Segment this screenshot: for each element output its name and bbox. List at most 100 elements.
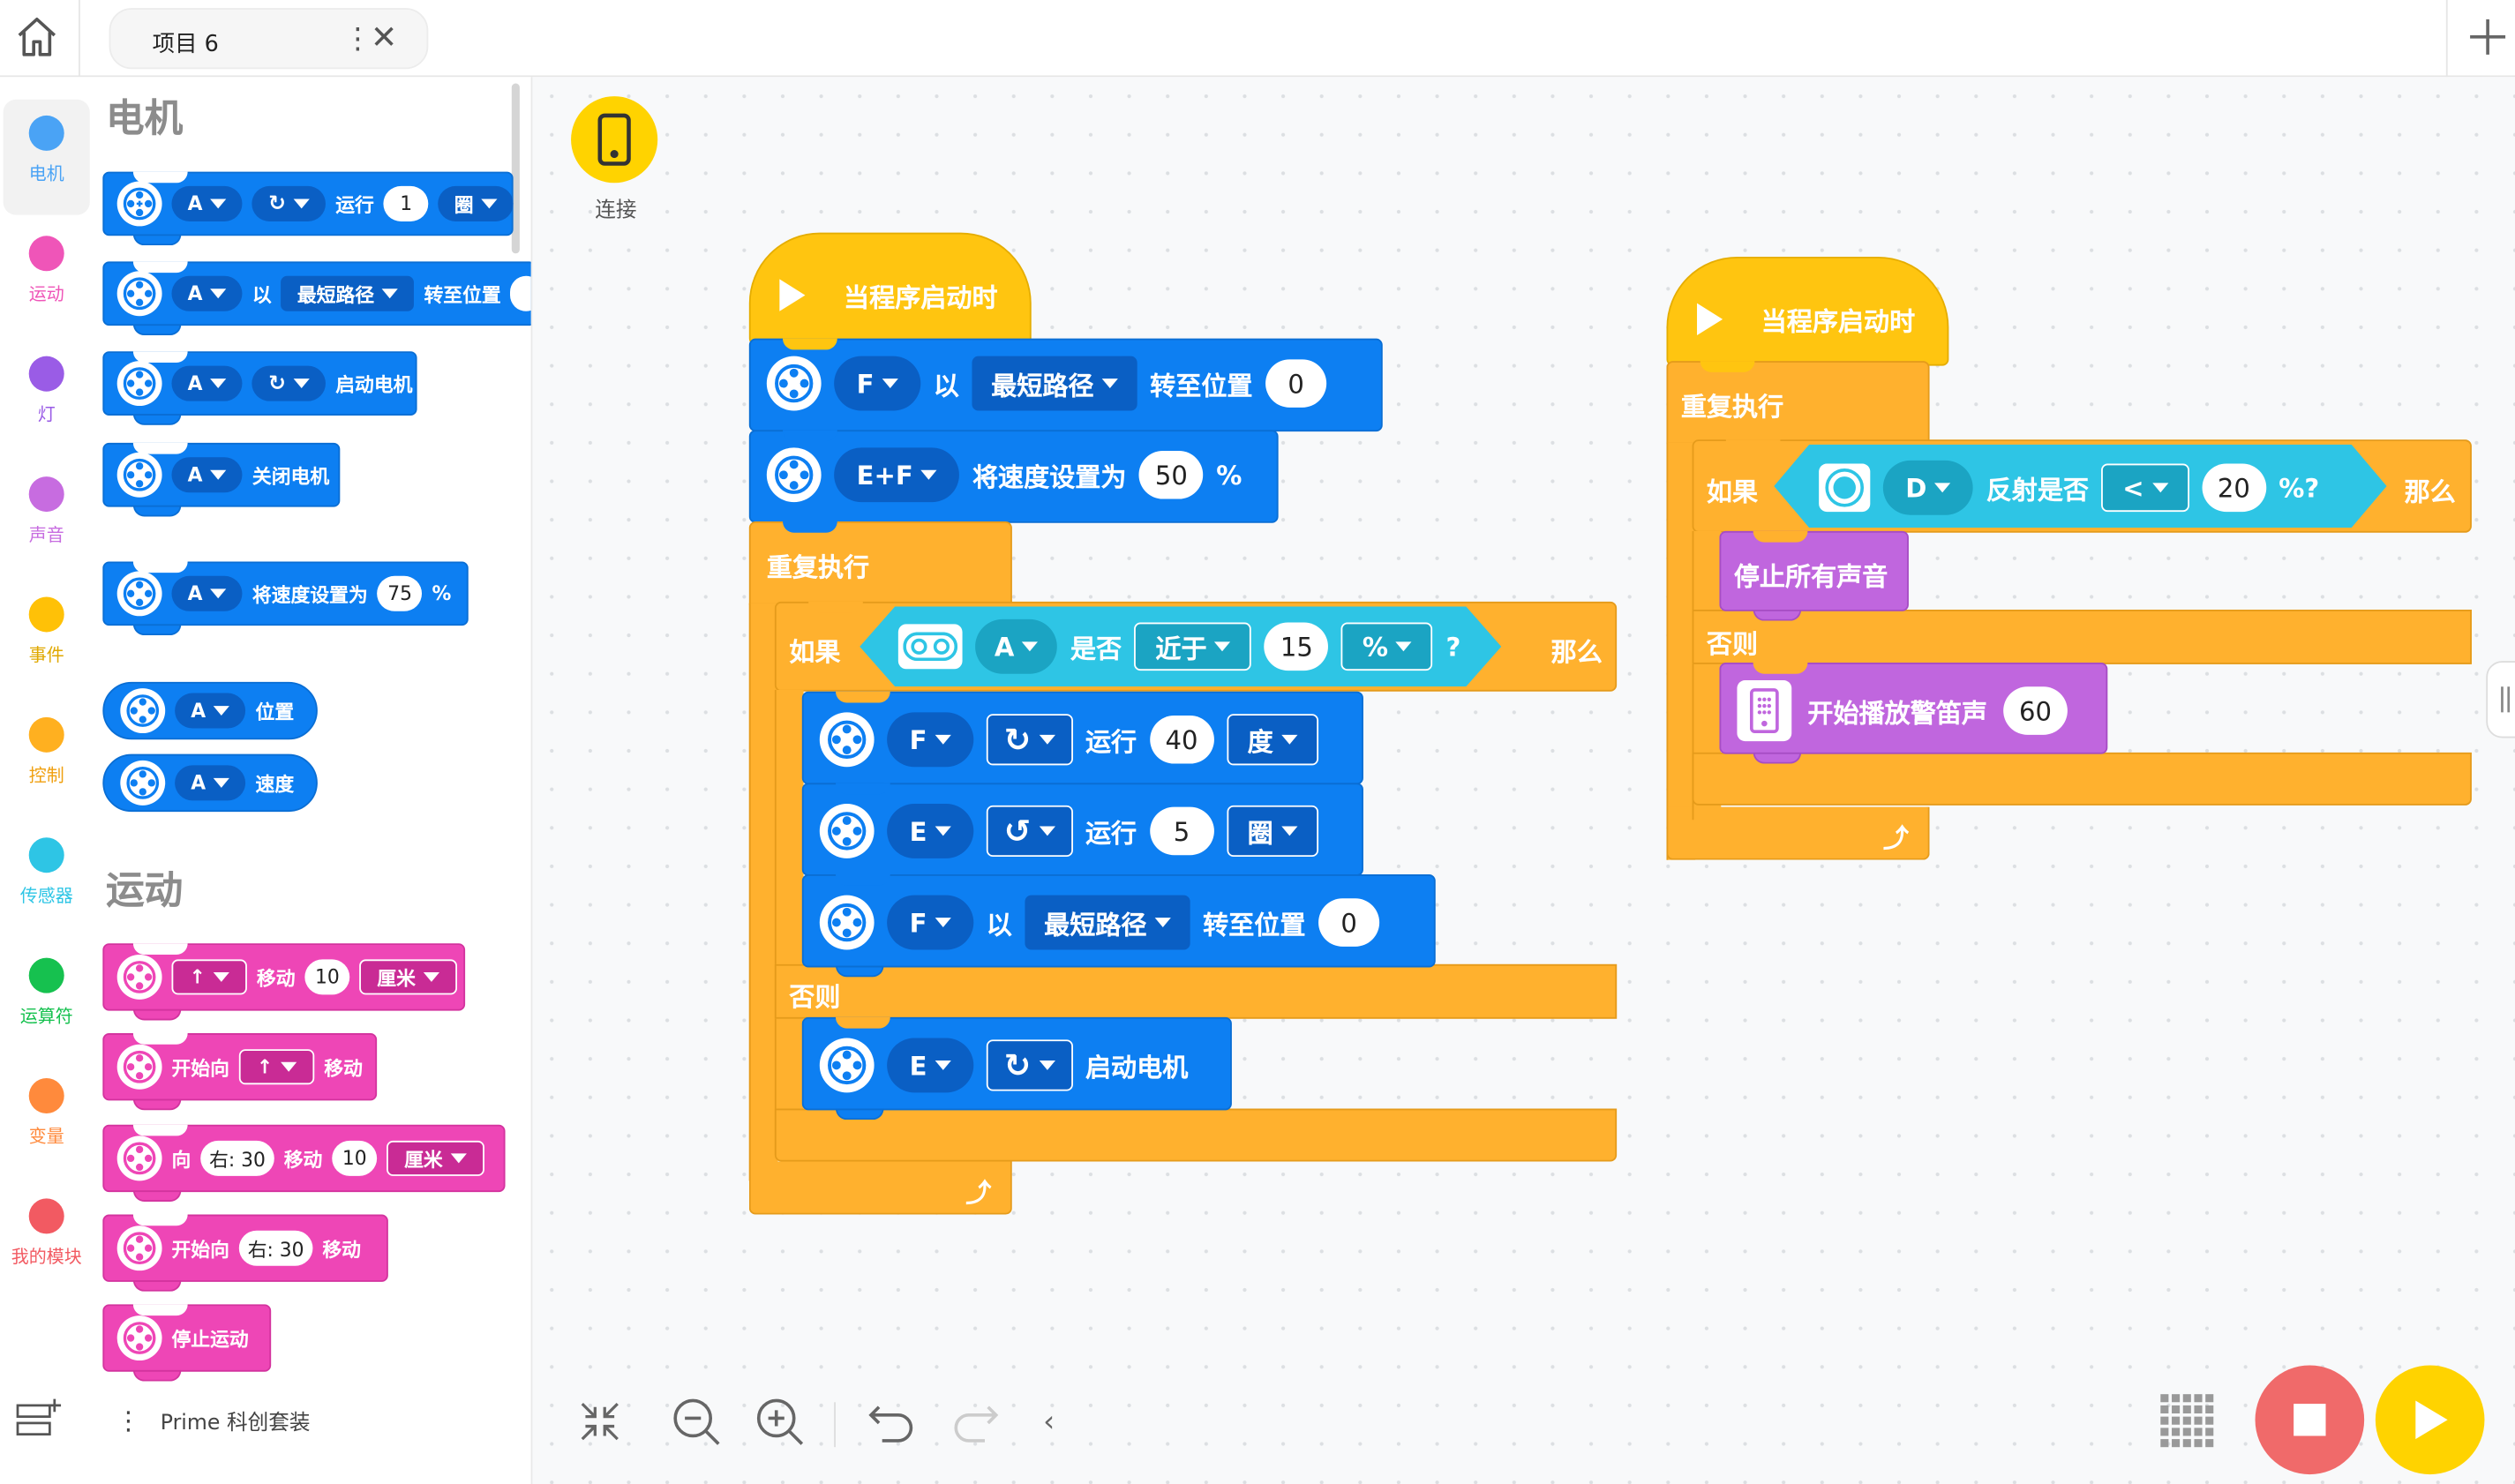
stop-button[interactable] — [2255, 1365, 2365, 1475]
port-dropdown[interactable]: A — [171, 185, 243, 221]
port-dropdown[interactable]: A — [171, 365, 243, 401]
forever-loop-header[interactable]: 重复执行 — [748, 521, 1012, 605]
palette-block-start-moving[interactable]: 开始向 ↑ 移动 — [102, 1033, 378, 1111]
steering-input[interactable]: 右: 30 — [200, 1140, 274, 1176]
project-tab[interactable]: 项目 6 ⋮ ✕ — [109, 8, 429, 70]
comparison-dropdown[interactable]: 近于 — [1134, 622, 1252, 671]
home-icon[interactable] — [13, 13, 62, 62]
unit-dropdown[interactable]: 圈 — [438, 185, 514, 221]
value-input[interactable]: 10 — [332, 1140, 378, 1176]
block-motor-goto-f[interactable]: F 以 最短路径 转至位置 0 — [748, 338, 1383, 442]
direction-dropdown[interactable]: ↻ — [252, 185, 327, 221]
port-dropdown[interactable]: A — [171, 457, 243, 493]
value-input[interactable]: 40 — [1149, 716, 1214, 764]
block-motor-start-e[interactable]: E ↻ 启动电机 — [801, 1016, 1232, 1120]
palette-block-motor-start[interactable]: A ↻ 启动电机 — [102, 351, 417, 425]
color-sensor-condition[interactable] — [1774, 444, 2387, 528]
undo-icon[interactable] — [863, 1392, 920, 1450]
port-dropdown[interactable]: F — [887, 712, 974, 768]
connect-button[interactable]: 连接 — [571, 96, 661, 224]
zoom-out-icon[interactable] — [667, 1392, 724, 1450]
value-input[interactable]: 5 — [1149, 806, 1214, 856]
category-events[interactable]: 事件 — [4, 581, 90, 696]
category-sound[interactable]: 声音 — [4, 461, 90, 576]
palette-reporter-motor-speed[interactable]: A 速度 — [102, 753, 318, 813]
palette-block-start-steering[interactable]: 开始向 右: 30 移动 — [102, 1214, 388, 1292]
category-motor[interactable]: 电机 — [3, 99, 90, 215]
port-dropdown[interactable]: E — [887, 1038, 974, 1093]
close-icon[interactable]: ✕ — [370, 18, 398, 56]
port-dropdown[interactable]: E — [887, 804, 974, 858]
position-input[interactable]: 0 — [1265, 359, 1327, 408]
more-vertical-icon[interactable]: ⋮ — [342, 22, 372, 56]
block-set-speed-ef[interactable]: E+F 将速度设置为 50 % — [748, 430, 1279, 533]
palette-block-motor-goto[interactable]: A 以 最短路径 转至位置 — [102, 261, 531, 336]
block-stop-all-sounds[interactable]: 停止所有声音 — [1719, 530, 1909, 621]
unit-dropdown[interactable]: % — [1341, 622, 1433, 671]
block-motor-run-f[interactable]: F ↻ 运行 40 度 — [801, 691, 1363, 795]
if-block-header[interactable]: 如果 A 是否 近于 15 % ? 那么 — [774, 601, 1618, 692]
unit-dropdown[interactable]: 厘米 — [387, 1140, 485, 1176]
side-panel-handle[interactable] — [2486, 661, 2515, 738]
palette-block-steer-distance[interactable]: 向 右: 30 移动 10 厘米 — [102, 1124, 506, 1202]
palette-block-move-distance[interactable]: ↑ 移动 10 厘米 — [102, 943, 466, 1021]
unit-dropdown[interactable]: 厘米 — [359, 959, 458, 995]
category-variables[interactable]: 变量 — [4, 1062, 90, 1178]
category-my-blocks[interactable]: 我的模块 — [4, 1182, 90, 1298]
zoom-in-icon[interactable] — [751, 1392, 808, 1450]
palette-block-stop-moving[interactable]: 停止运动 — [102, 1304, 272, 1382]
kit-selector[interactable]: ⋮ Prime 科创套装 — [116, 1405, 311, 1436]
category-sensors[interactable]: 传感器 — [4, 821, 90, 937]
path-dropdown[interactable]: 最短路径 — [281, 275, 415, 311]
if-block-header-2[interactable]: 如果 D 反射是否 < 20 %? 那么 — [1692, 439, 2472, 533]
palette-reporter-motor-position[interactable]: A 位置 — [102, 681, 318, 740]
forever-loop-header-2[interactable]: 重复执行 — [1666, 361, 1930, 445]
port-dropdown[interactable]: A — [171, 575, 243, 611]
port-dropdown[interactable]: A — [175, 693, 246, 729]
hub-display-icon[interactable] — [2156, 1390, 2220, 1454]
run-button[interactable] — [2375, 1365, 2485, 1475]
direction-dropdown[interactable]: ↺ — [986, 805, 1073, 858]
palette-scrollbar[interactable] — [511, 83, 520, 254]
else-section-2[interactable]: 否则 — [1692, 609, 2472, 664]
path-dropdown[interactable]: 最短路径 — [972, 356, 1137, 411]
steering-input[interactable]: 右: 30 — [238, 1230, 313, 1266]
value-input[interactable]: 1 — [383, 185, 429, 221]
port-dropdown[interactable]: A — [175, 765, 246, 801]
note-input[interactable]: 60 — [2003, 686, 2068, 735]
direction-dropdown[interactable]: ↻ — [986, 1039, 1073, 1091]
port-dropdown[interactable]: D — [1882, 460, 1974, 515]
value-input[interactable] — [510, 275, 531, 311]
chevron-left-icon[interactable]: ‹ — [1043, 1405, 1055, 1439]
port-dropdown[interactable]: A — [171, 275, 243, 311]
direction-dropdown[interactable]: ↻ — [252, 365, 327, 401]
value-input[interactable]: 10 — [304, 959, 350, 995]
unit-dropdown[interactable]: 圈 — [1226, 805, 1318, 858]
block-motor-run-e[interactable]: E ↺ 运行 5 圈 — [801, 783, 1363, 886]
category-control[interactable]: 控制 — [4, 701, 90, 817]
path-dropdown[interactable]: 最短路径 — [1025, 895, 1190, 950]
unit-dropdown[interactable]: 度 — [1226, 714, 1318, 766]
direction-dropdown[interactable]: ↑ — [238, 1049, 315, 1085]
port-dropdown[interactable]: F — [834, 356, 921, 411]
hat-block-program-start-2[interactable]: 当程序启动时 — [1666, 256, 1949, 366]
else-section[interactable]: 否则 — [774, 963, 1618, 1019]
reflection-input[interactable]: 20 — [2202, 463, 2266, 513]
block-motor-goto-f-2[interactable]: F 以 最短路径 转至位置 0 — [801, 874, 1436, 978]
category-light[interactable]: 灯 — [4, 341, 90, 456]
palette-block-motor-run[interactable]: A ↻ 运行 1 圈 — [102, 171, 514, 246]
direction-dropdown[interactable]: ↻ — [986, 714, 1073, 766]
port-dropdown[interactable]: A — [975, 618, 1058, 674]
palette-block-motor-speed[interactable]: A 将速度设置为 75 % — [102, 561, 469, 636]
operator-dropdown[interactable]: < — [2101, 463, 2189, 513]
redo-icon[interactable] — [946, 1392, 1003, 1450]
extensions-icon[interactable] — [16, 1396, 64, 1441]
category-operators[interactable]: 运算符 — [4, 941, 90, 1057]
code-workspace[interactable]: 连接 当程序启动时 F 以 最短路径 转至位置 0 E+F 将速度设置为 50 … — [532, 77, 2515, 1484]
category-movement[interactable]: 运动 — [4, 220, 90, 335]
value-input[interactable]: 75 — [377, 575, 423, 611]
hat-block-program-start[interactable]: 当程序启动时 — [748, 232, 1032, 345]
port-dropdown[interactable]: E+F — [834, 447, 960, 503]
direction-dropdown[interactable]: ↑ — [171, 959, 248, 995]
add-tab-icon[interactable] — [2466, 16, 2508, 57]
